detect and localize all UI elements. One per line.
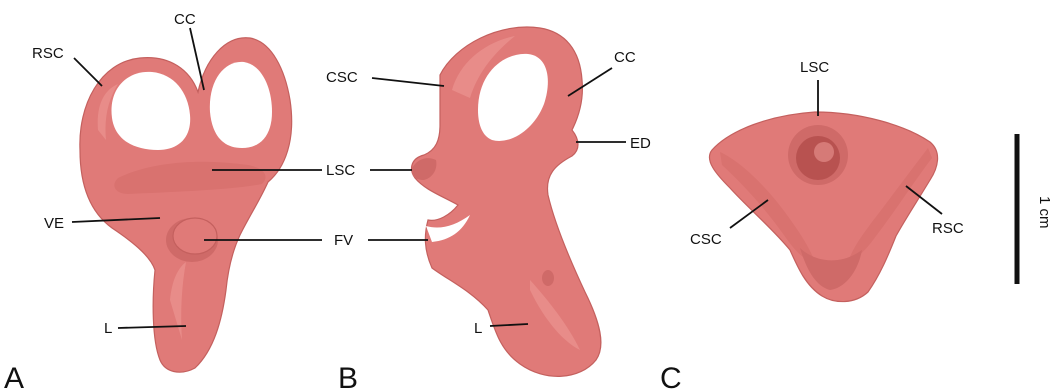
leader-b-csc bbox=[372, 78, 444, 86]
label-b-csc: CSC bbox=[326, 69, 358, 86]
label-a-fv: FV bbox=[334, 232, 353, 249]
panel-letter-c: C bbox=[660, 362, 682, 392]
panel-letter-a: A bbox=[4, 362, 24, 392]
label-a-ve: VE bbox=[44, 215, 64, 232]
panel-letter-b: B bbox=[338, 362, 358, 392]
label-b-cc: CC bbox=[614, 49, 636, 66]
panel-c-specimen bbox=[709, 112, 937, 302]
scale-bar-label: 1 cm bbox=[1036, 196, 1053, 229]
label-a-l: L bbox=[104, 320, 112, 337]
leader-a-rsc bbox=[74, 58, 102, 86]
label-b-l: L bbox=[474, 320, 482, 337]
label-c-rsc: RSC bbox=[932, 220, 964, 237]
label-c-csc: CSC bbox=[690, 231, 722, 248]
label-a-lsc: LSC bbox=[326, 162, 355, 179]
panel-b-specimen bbox=[412, 27, 601, 376]
label-b-ed: ED bbox=[630, 135, 651, 152]
label-a-rsc: RSC bbox=[32, 45, 64, 62]
label-c-lsc: LSC bbox=[800, 59, 829, 76]
label-a-cc: CC bbox=[174, 11, 196, 28]
